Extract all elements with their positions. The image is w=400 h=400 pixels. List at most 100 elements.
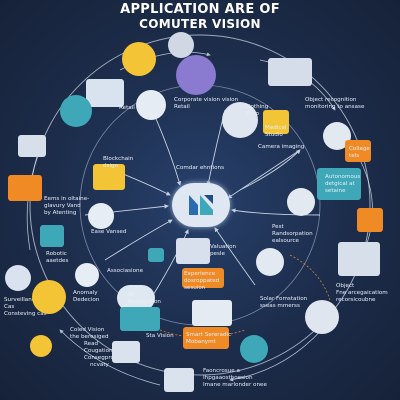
- label-collage: Collage: [349, 146, 370, 152]
- node-team: [305, 300, 339, 334]
- label-surveillance-1: Surveillance: [4, 297, 39, 303]
- outer-ring: [29, 34, 371, 376]
- label-autonomous-3: setaine: [325, 188, 346, 194]
- node-stack-tile: [120, 307, 160, 331]
- label-coled-4: Cougation: [84, 348, 113, 354]
- label-object-2: Fne arcegaicatiom: [336, 290, 388, 296]
- center-label: Comdar ehntions: [176, 165, 224, 171]
- label-pest-3: ealsource: [272, 238, 299, 244]
- label-retail: Retail: [119, 105, 135, 111]
- node-small-tile: [148, 248, 164, 262]
- label-anomaly-1: Anomaly: [73, 290, 98, 296]
- label-solar-2: sseas mmerss: [260, 303, 300, 309]
- label-emission-1: Eems in oltaine-: [44, 196, 90, 202]
- experience-tile: [182, 268, 224, 288]
- label-coled-2: the beresiged: [70, 334, 109, 340]
- label-coled-3: Read: [84, 341, 99, 347]
- label-valuation-1: Valuation: [210, 244, 237, 250]
- label-robotic: Robotic: [46, 251, 67, 257]
- node-robot-head: [168, 32, 194, 58]
- node-doctor: [60, 95, 92, 127]
- object-recognition-tile: [268, 58, 312, 86]
- label-experience-3: sesuion: [184, 285, 206, 291]
- arrow-bottom-arc-2: [59, 329, 161, 386]
- clothing-figures-icon: [222, 102, 258, 138]
- node-vr-person: [176, 55, 216, 95]
- node-analyst: [93, 164, 125, 190]
- node-bulb: [30, 335, 52, 357]
- arrow-association-center: [104, 219, 173, 261]
- node-ay-recognition: [117, 285, 155, 311]
- label-corporate-vision-2: Retail: [174, 104, 190, 110]
- arrow-smart-center: [149, 229, 189, 301]
- dashed-link-right: [289, 254, 331, 301]
- label-ease-vansed: Ease Vansed: [91, 229, 127, 235]
- node-monitor: [18, 135, 46, 157]
- node-robotic: [40, 225, 64, 247]
- label-coled-6: ncvaty: [90, 362, 109, 368]
- label-shop: Shop: [245, 111, 260, 117]
- label-coled-5: Consegprodion: [84, 355, 127, 361]
- node-face-scan: [164, 368, 194, 392]
- label-collage-2: tels: [349, 153, 360, 159]
- label-coled-1: Coled Vision: [70, 327, 105, 333]
- arrow-pest-center: [231, 208, 321, 216]
- label-smart-2: Mobanymt: [186, 339, 216, 345]
- triangle-icon: [75, 263, 99, 287]
- label-solar-1: Solar Fomstation: [260, 296, 308, 302]
- label-surveillance-2: Cas: [4, 304, 15, 310]
- label-pest: Pest: [272, 224, 284, 230]
- label-ay-2: Recognition: [128, 299, 161, 305]
- label-object-recognition-2: monitoring to ansase: [305, 104, 365, 110]
- label-autonomous-1: Autonomous: [325, 174, 361, 180]
- label-blockchain: Blockchain: [103, 156, 134, 162]
- medical-scan-icon: [263, 110, 289, 134]
- label-object-3: recorsicoubne: [336, 297, 376, 303]
- diagram-title-line-2: COMUTER VISION: [139, 17, 261, 31]
- label-facial-2: Ihpgaaosthoesion: [203, 375, 253, 381]
- label-blockchain-2: dsign: [103, 163, 119, 169]
- label-corporate-vision: Corporate vision vision: [174, 97, 239, 103]
- label-camera-imaging: Camera imaging: [258, 144, 305, 150]
- node-phone-scan: [8, 175, 42, 201]
- retail-tile: [86, 79, 124, 107]
- node-building: [357, 208, 383, 232]
- node-valuation: [176, 238, 210, 264]
- label-facial-3: Imane marlonder onee: [203, 382, 267, 388]
- label-valuation-2: pesle: [210, 251, 225, 257]
- network-people-icon: [287, 188, 315, 216]
- label-clothing: Clothing: [245, 104, 269, 110]
- node-figures: [240, 335, 268, 363]
- label-anomaly-2: Dedecion: [73, 297, 100, 303]
- node-car-scan: [112, 341, 140, 363]
- node-presentation: [338, 242, 380, 276]
- collage-tile: [345, 140, 371, 162]
- play-arrow-icon: [88, 203, 114, 229]
- label-emission-2: glavury Vand: [44, 203, 81, 209]
- dashed-link-bottom: [159, 329, 246, 338]
- label-pest-2: Randsorpation: [272, 231, 313, 237]
- label-stavi: Sta Vision: [146, 333, 174, 339]
- arrow-experience-center: [214, 227, 256, 286]
- label-medical: Medical: [265, 125, 287, 131]
- label-robotic-2: aaetdes: [46, 258, 69, 264]
- label-ay-1: Ay: [128, 292, 135, 298]
- node-autonomous: [317, 168, 361, 200]
- node-hands-robot: [122, 42, 156, 76]
- robot-faces-icon: [136, 90, 166, 120]
- arrow-collage-center: [227, 149, 301, 199]
- label-autonomous-2: detgical at: [325, 181, 355, 187]
- cloud-neural-logo-icon: [189, 195, 213, 215]
- node-eye-scan: [256, 248, 284, 276]
- label-smart-1: Smart Sereradic: [186, 332, 232, 338]
- label-studio: Studio: [265, 132, 283, 138]
- label-object-recognition: Object recognition: [305, 97, 357, 103]
- arrow-center-out: [239, 149, 301, 191]
- radar-gear-icon: [32, 280, 66, 314]
- label-experience-2: dosroppated: [184, 278, 220, 284]
- label-experience-1: Experience: [184, 271, 216, 277]
- label-surveillance-3: Consteving cas: [4, 311, 47, 317]
- node-industrial: [192, 300, 232, 326]
- label-facial-1: Faoncrosue a: [203, 368, 240, 374]
